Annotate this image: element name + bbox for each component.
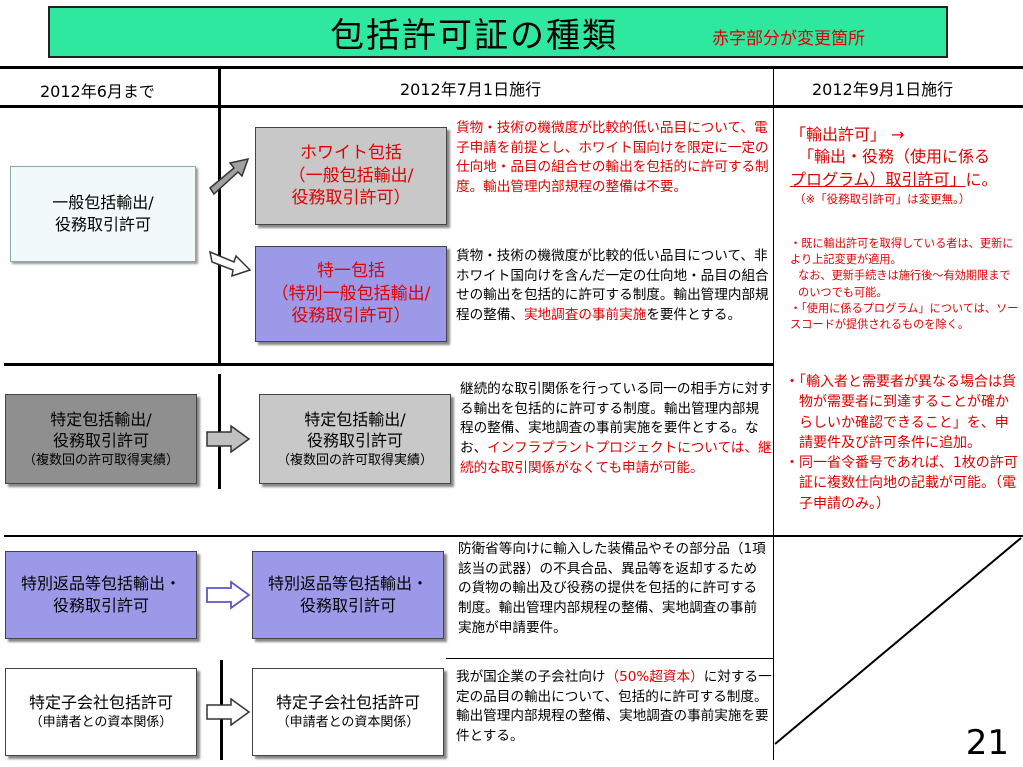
subsidiary-bulk-box-old: 特定子会社包括許可 （申請者との資本関係） bbox=[5, 668, 197, 756]
sept-change-line-4: に。 bbox=[965, 169, 998, 189]
header-bottom-rule bbox=[0, 105, 1023, 108]
arrow-up-right-icon bbox=[209, 157, 250, 196]
subsidiary-new-label-1: 特定子会社包括許可 bbox=[275, 693, 420, 713]
sept-export-permit-change: 「輸出許可」 → 「輸出・役務（使用に係る プログラム）取引許可」に。 （※「役… bbox=[790, 124, 1018, 207]
sept-specific-change-1: ・「輸入者と需要者が異なる場合は貨物が需要者に到達することが確からしいか確認でき… bbox=[785, 374, 1016, 451]
general-bulk-export-box: 一般包括輸出/ 役務取引許可 bbox=[10, 166, 196, 262]
specific-bulk-old-label-3: （複数回の許可取得実績） bbox=[22, 452, 179, 468]
sept-export-permit-notes: ・既に輸出許可を取得している者は、更新により上記変更が適用。 なお、更新手続きは… bbox=[790, 236, 1020, 333]
sept-specific-change-2: ・同一省令番号であれば、1枚の許可証に複数仕向地の記載が可能。（電子申請のみ。） bbox=[785, 455, 1018, 512]
header-top-rule bbox=[0, 66, 1023, 69]
white-bulk-description: 貨物・技術の機微度が比較的低い品目について、電子申請を前提とし、ホワイト国向けを… bbox=[456, 120, 769, 196]
subsidiary-desc-tail: に対する一定の品目の輸出について、包括的に許可する制度。輸出管理内部規程の整備、… bbox=[456, 669, 772, 745]
row-separator-3 bbox=[446, 658, 774, 659]
sept-note-3: ・「使用に係るプログラム」については、ソースコードが提供されるものを除く。 bbox=[790, 301, 1019, 332]
specific-bulk-description: 継続的な取引関係を行っている同一の相手方に対する輸出を包括的に許可する制度。輸出… bbox=[460, 380, 772, 479]
special-return-new-label-2: 役務取引許可 bbox=[299, 596, 396, 615]
subsidiary-desc-red: （50%超資本） bbox=[605, 669, 704, 685]
specific-bulk-box-old: 特定包括輸出/ 役務取引許可 （複数回の許可取得実績） bbox=[5, 394, 197, 484]
title-banner bbox=[48, 6, 948, 58]
arrow-right-icon bbox=[206, 580, 251, 610]
special-general-bulk-box: 特一包括 （特別一般包括輸出/ 役務取引許可） bbox=[255, 246, 447, 342]
arrow-right-icon bbox=[206, 424, 251, 454]
specific-bulk-box-new: 特定包括輸出/ 役務取引許可 （複数回の許可取得実績） bbox=[259, 394, 451, 484]
subsidiary-new-label-2: （申請者との資本関係） bbox=[276, 715, 420, 731]
specific-bulk-old-label-1: 特定包括輸出/ bbox=[50, 409, 152, 429]
special-return-new-label-1: 特別返品等包括輸出・ bbox=[267, 574, 428, 594]
column-divider-2 bbox=[773, 66, 774, 760]
general-bulk-export-label-2: 役務取引許可 bbox=[54, 215, 151, 234]
page-title: 包括許可証の種類 bbox=[330, 16, 618, 56]
specific-bulk-old-label-2: 役務取引許可 bbox=[52, 431, 149, 451]
subsidiary-bulk-box-new: 特定子会社包括許可 （申請者との資本関係） bbox=[252, 668, 444, 756]
row-separator-1 bbox=[4, 363, 774, 366]
sept-change-line-1: 「輸出許可」 → bbox=[790, 125, 905, 144]
subsidiary-old-label-1: 特定子会社包括許可 bbox=[28, 693, 173, 713]
specific-bulk-desc-red: インフラプラントプロジェクトについては、継続的な取引関係がなくても申請が可能。 bbox=[460, 440, 772, 476]
sept-change-note: （※「役務取引許可」は変更無。） bbox=[794, 192, 971, 207]
column-divider-1a bbox=[218, 66, 221, 366]
column-header-september: 2012年9月1日施行 bbox=[812, 80, 954, 99]
white-bulk-label-2: （一般包括輸出/ bbox=[288, 165, 414, 186]
specific-bulk-desc-text: 継続的な取引関係を行っている同一の相手方に対する輸出を包括的に許可する制度。輸出… bbox=[460, 381, 772, 457]
empty-cell-diagonal bbox=[774, 537, 1022, 745]
subsidiary-desc-text: 我が国企業の子会社向け bbox=[456, 669, 606, 685]
special-return-box-new: 特別返品等包括輸出・ 役務取引許可 bbox=[252, 551, 444, 639]
sept-change-line-3: プログラム）取引許可」 bbox=[790, 169, 966, 189]
sept-note-1: ・既に輸出許可を取得している者は、更新により上記変更が適用。 bbox=[790, 237, 1014, 267]
special-general-description: 貨物・技術の機微度が比較的低い品目について、非ホワイト国向けを含んだ一定の仕向地… bbox=[456, 247, 772, 326]
subsidiary-old-label-2: （申請者との資本関係） bbox=[29, 715, 173, 731]
special-return-description: 防衛省等向けに輸入した装備品やその部分品（1項該当の武器）の不具合品、異品等を返… bbox=[458, 541, 766, 636]
specific-bulk-new-label-1: 特定包括輸出/ bbox=[304, 409, 406, 429]
sept-change-line-2: 「輸出・役務（使用に係る bbox=[798, 147, 991, 167]
column-header-july: 2012年7月1日施行 bbox=[400, 80, 542, 99]
subsidiary-bulk-description: 我が国企業の子会社向け（50%超資本）に対する一定の品目の輸出について、包括的に… bbox=[456, 668, 772, 747]
white-bulk-label-3: 役務取引許可） bbox=[291, 188, 411, 209]
sept-specific-bulk-changes: ・「輸入者と需要者が異なる場合は貨物が需要者に到達することが確からしいか確認でき… bbox=[785, 372, 1019, 514]
white-bulk-box: ホワイト包括 （一般包括輸出/ 役務取引許可） bbox=[255, 127, 447, 225]
specific-bulk-new-label-3: （複数回の許可取得実績） bbox=[276, 452, 433, 468]
special-return-old-label-1: 特別返品等包括輸出・ bbox=[20, 574, 181, 594]
white-bulk-label-1: ホワイト包括 bbox=[300, 142, 402, 163]
general-bulk-export-label-1: 一般包括輸出/ bbox=[52, 193, 154, 213]
special-return-old-label-2: 役務取引許可 bbox=[52, 596, 149, 615]
row-separator-2 bbox=[4, 535, 1023, 537]
title-note: 赤字部分が変更箇所 bbox=[712, 29, 865, 49]
column-header-until-june: 2012年6月まで bbox=[40, 82, 155, 101]
special-general-desc-text: 貨物・技術の機微度が比較的低い品目について、非ホワイト国向けを含んだ一定の仕向地… bbox=[456, 248, 769, 324]
arrow-down-right-icon bbox=[208, 250, 252, 278]
arrow-right-icon bbox=[206, 697, 251, 727]
special-general-label-2: （特別一般包括輸出/ bbox=[271, 283, 431, 304]
page-number: 21 bbox=[965, 723, 1009, 763]
special-general-desc-tail: を要件とする。 bbox=[646, 307, 742, 324]
specific-bulk-new-label-2: 役務取引許可 bbox=[306, 431, 403, 451]
special-return-box-old: 特別返品等包括輸出・ 役務取引許可 bbox=[5, 551, 197, 639]
sept-note-2: なお、更新手続きは施行後～有効期限までのいつでも可能。 bbox=[798, 269, 1011, 299]
special-general-label-3: 役務取引許可） bbox=[291, 306, 411, 327]
special-general-desc-red: 実地調査の事前実施 bbox=[523, 307, 647, 324]
special-general-label-1: 特一包括 bbox=[317, 260, 385, 281]
